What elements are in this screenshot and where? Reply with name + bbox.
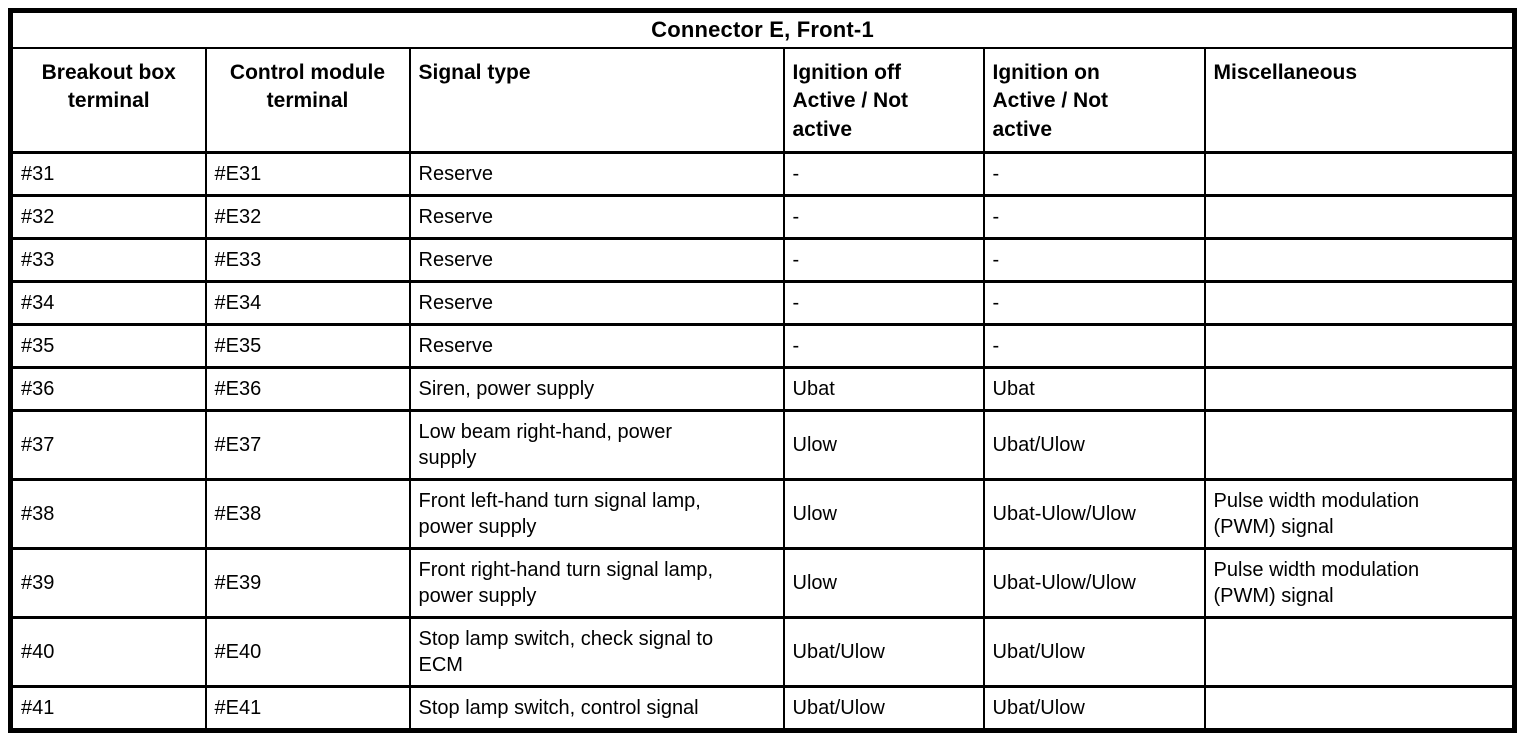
- cell-breakout: #33: [9, 237, 207, 284]
- cell-module: #E32: [204, 194, 411, 241]
- cell-ign_on: -: [982, 194, 1206, 241]
- cell-ign_on: Ubat/Ulow: [982, 616, 1206, 689]
- cell-misc: Pulse width modulation (PWM) signal: [1203, 547, 1516, 620]
- col-header-miscellaneous: Miscellaneous: [1203, 46, 1516, 155]
- cell-ign_off: Ulow: [782, 409, 985, 482]
- cell-signal: Stop lamp switch, control signal: [408, 685, 785, 733]
- cell-module: #E36: [204, 366, 411, 413]
- cell-signal: Reserve: [408, 237, 785, 284]
- col-header-control-module-terminal: Control module terminal: [204, 46, 411, 155]
- cell-ign_on: Ubat/Ulow: [982, 685, 1206, 733]
- cell-breakout: #34: [9, 280, 207, 327]
- cell-module: #E31: [204, 151, 411, 198]
- cell-module: #E41: [204, 685, 411, 733]
- cell-misc: [1203, 616, 1516, 689]
- cell-breakout: #31: [9, 151, 207, 198]
- cell-signal: Reserve: [408, 194, 785, 241]
- cell-ign_off: -: [782, 323, 985, 370]
- cell-breakout: #40: [9, 616, 207, 689]
- cell-signal: Siren, power supply: [408, 366, 785, 413]
- cell-breakout: #41: [9, 685, 207, 733]
- cell-signal: Front right-hand turn signal lamp, power…: [408, 547, 785, 620]
- cell-breakout: #39: [9, 547, 207, 620]
- cell-ign_off: -: [782, 280, 985, 327]
- cell-breakout: #32: [9, 194, 207, 241]
- cell-module: #E33: [204, 237, 411, 284]
- cell-ign_off: Ulow: [782, 478, 985, 551]
- cell-misc: [1203, 409, 1516, 482]
- cell-module: #E37: [204, 409, 411, 482]
- cell-misc: [1203, 323, 1516, 370]
- cell-module: #E35: [204, 323, 411, 370]
- cell-misc: Pulse width modulation (PWM) signal: [1203, 478, 1516, 551]
- cell-ign_off: -: [782, 151, 985, 198]
- cell-misc: [1203, 366, 1516, 413]
- cell-misc: [1203, 685, 1516, 733]
- cell-ign_on: -: [982, 280, 1206, 327]
- cell-breakout: #37: [9, 409, 207, 482]
- cell-ign_on: Ubat-Ulow/Ulow: [982, 478, 1206, 551]
- cell-misc: [1203, 194, 1516, 241]
- cell-misc: [1203, 280, 1516, 327]
- cell-module: #E40: [204, 616, 411, 689]
- cell-ign_on: -: [982, 151, 1206, 198]
- cell-ign_on: -: [982, 323, 1206, 370]
- cell-signal: Stop lamp switch, check signal to ECM: [408, 616, 785, 689]
- col-header-breakout-box-terminal: Breakout box terminal: [9, 46, 207, 155]
- cell-module: #E38: [204, 478, 411, 551]
- cell-signal: Low beam right-hand, power supply: [408, 409, 785, 482]
- col-header-ignition-off: Ignition off Active / Not active: [782, 46, 985, 155]
- cell-ign_off: Ulow: [782, 547, 985, 620]
- cell-module: #E39: [204, 547, 411, 620]
- cell-breakout: #38: [9, 478, 207, 551]
- col-header-ignition-on: Ignition on Active / Not active: [982, 46, 1206, 155]
- cell-misc: [1203, 151, 1516, 198]
- cell-ign_off: -: [782, 237, 985, 284]
- cell-module: #E34: [204, 280, 411, 327]
- cell-ign_off: Ubat/Ulow: [782, 616, 985, 689]
- table-header-row: Breakout box terminal Control module ter…: [9, 46, 1516, 155]
- cell-signal: Reserve: [408, 323, 785, 370]
- cell-ign_on: Ubat-Ulow/Ulow: [982, 547, 1206, 620]
- connector-e-front-1-table: Connector E, Front-1 Breakout box termin…: [8, 8, 1517, 734]
- table-title-row: Connector E, Front-1: [9, 9, 1516, 49]
- cell-signal: Reserve: [408, 151, 785, 198]
- table-title: Connector E, Front-1: [9, 9, 1516, 49]
- cell-breakout: #35: [9, 323, 207, 370]
- cell-ign_off: Ubat/Ulow: [782, 685, 985, 733]
- cell-signal: Reserve: [408, 280, 785, 327]
- cell-breakout: #36: [9, 366, 207, 413]
- cell-signal: Front left-hand turn signal lamp, power …: [408, 478, 785, 551]
- cell-ign_off: -: [782, 194, 985, 241]
- col-header-signal-type: Signal type: [408, 46, 785, 155]
- cell-ign_on: -: [982, 237, 1206, 284]
- cell-ign_off: Ubat: [782, 366, 985, 413]
- cell-misc: [1203, 237, 1516, 284]
- cell-ign_on: Ubat/Ulow: [982, 409, 1206, 482]
- cell-ign_on: Ubat: [982, 366, 1206, 413]
